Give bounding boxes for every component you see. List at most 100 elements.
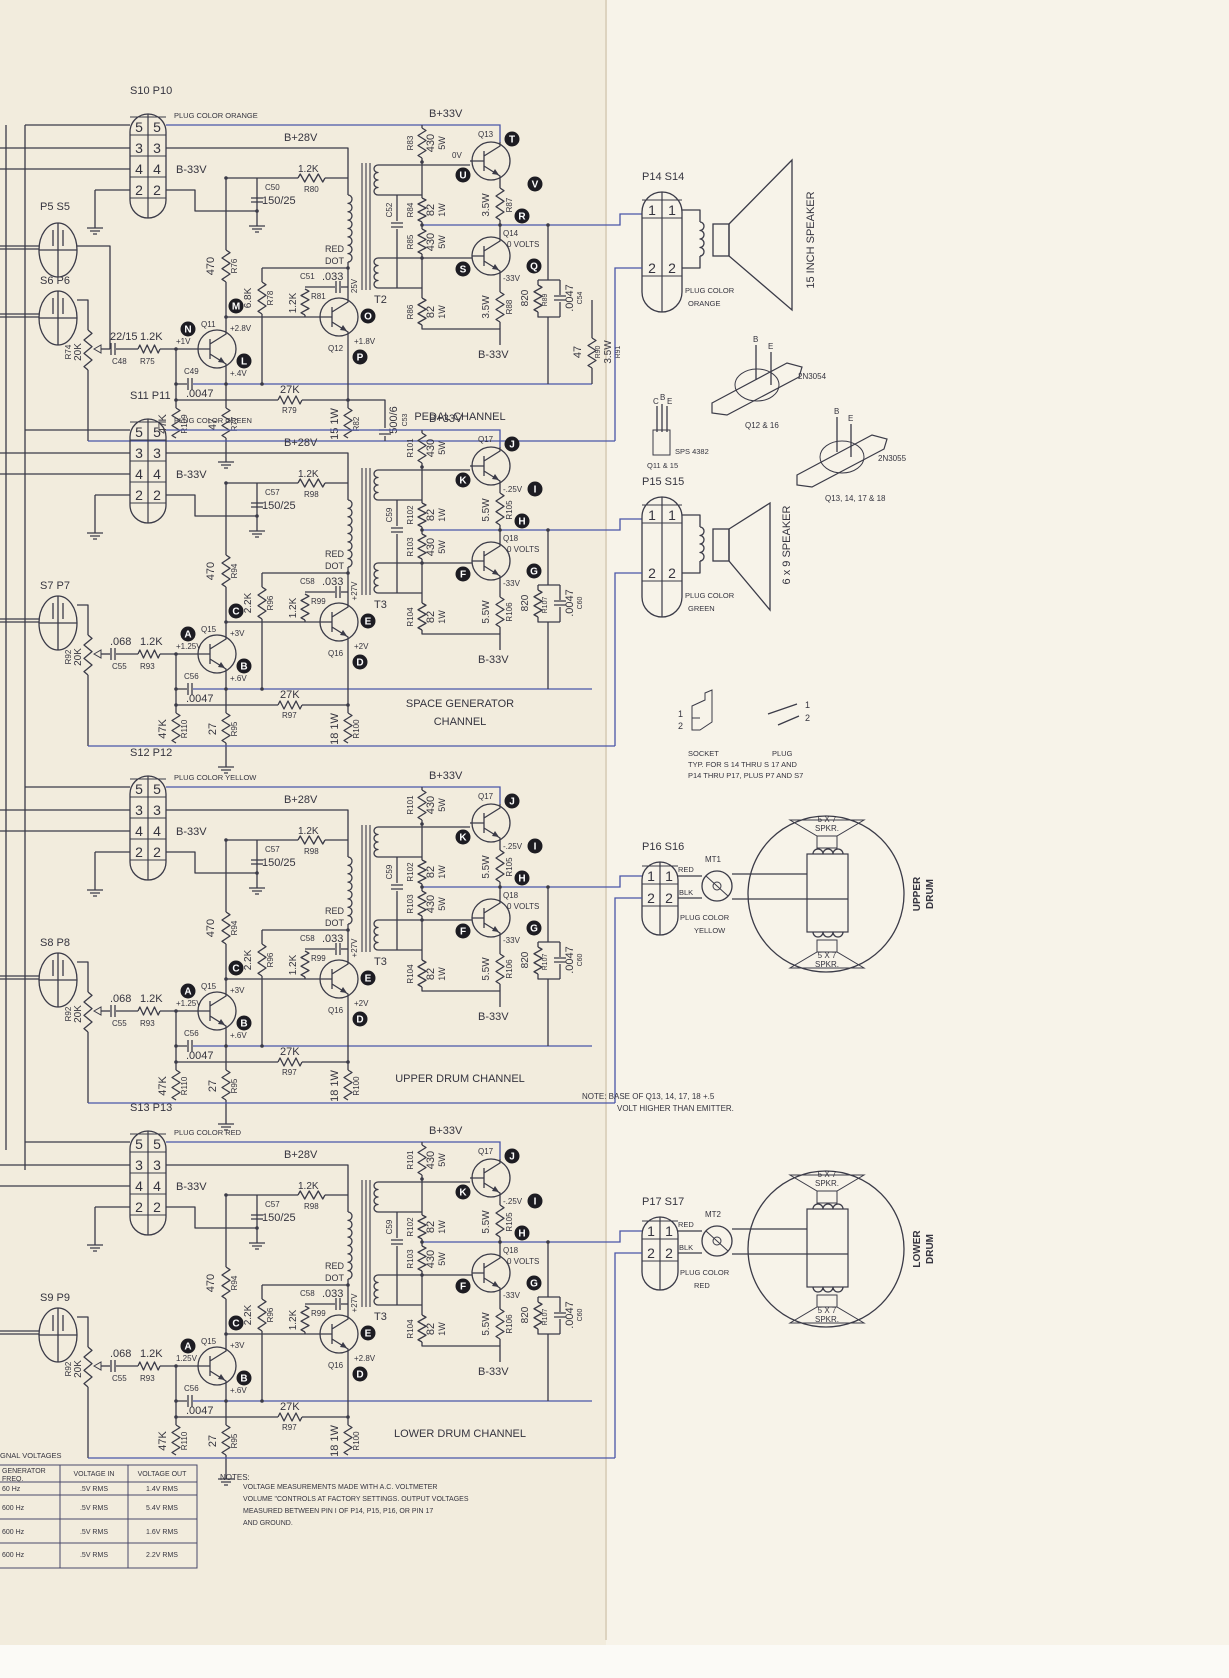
test-point-letter: K (459, 833, 467, 844)
label: .0047 (186, 1050, 214, 1062)
pin-number: 1 (665, 868, 673, 884)
meter-center (712, 1236, 722, 1246)
label: B-33V (176, 469, 207, 481)
wire (614, 1252, 642, 1458)
label: SPS 4382 (675, 447, 709, 456)
test-point-letter: K (459, 476, 467, 487)
channel-title: SPACE GENERATOR (406, 698, 514, 710)
left-page (0, 0, 606, 1678)
pin-number: 3 (153, 445, 161, 461)
label: 820 (520, 951, 531, 968)
label: 5.5W (481, 1210, 492, 1234)
wire (77, 299, 89, 330)
test-point-letter: O (364, 312, 372, 323)
resistor-symbol (417, 1245, 427, 1272)
resistor-symbol (300, 950, 310, 978)
resistor-symbol (171, 407, 181, 439)
pin-number: 2 (135, 487, 143, 503)
label: -.25V (503, 485, 523, 494)
test-point-letter: I (534, 485, 537, 496)
junction-dot (346, 703, 350, 707)
label: R110 (180, 1076, 189, 1095)
coil-winding (699, 526, 705, 562)
wire (77, 245, 111, 349)
label: 27K (280, 384, 300, 396)
label: 20K (73, 648, 84, 666)
label: 430 (425, 895, 437, 913)
ground-icon (249, 525, 265, 538)
channel-title: PEDAL CHANNEL (414, 411, 505, 423)
resistor-symbol (221, 911, 231, 945)
junction-dot (420, 256, 424, 260)
test-point-badge: C (228, 603, 244, 619)
label: 430 (425, 439, 437, 457)
label: .0047 (186, 388, 214, 400)
junction-dot (420, 465, 424, 469)
resistor-symbol (297, 835, 326, 845)
label: FREQ. (2, 1476, 23, 1483)
resistor-symbol (297, 173, 326, 183)
coil-winding (347, 1211, 353, 1280)
label: 150/25 (262, 857, 296, 869)
label: 47K (157, 1431, 169, 1451)
label: 5W (437, 136, 447, 150)
junction-dot (255, 871, 259, 875)
junction-dot (224, 620, 228, 624)
resistor-symbol (257, 586, 267, 620)
lower-5x7-speaker-icon (788, 1306, 866, 1324)
test-point-letter: C (232, 964, 239, 975)
label: 2N3055 (878, 454, 907, 463)
wire (166, 1141, 501, 1159)
coil-winding (347, 499, 353, 568)
label: 5 X 7 (818, 815, 837, 824)
socket-icon (691, 689, 713, 731)
label: R110 (180, 1431, 189, 1450)
label: 0 VOLTS (507, 240, 539, 249)
label: NOTE: BASE OF Q13, 14, 17, 18 +.5 (582, 1092, 715, 1101)
label: 47K (157, 719, 169, 739)
junction-dot (420, 561, 424, 565)
meter-center (712, 881, 722, 891)
test-point-letter: A (184, 987, 191, 998)
resistor-symbol (495, 1308, 505, 1340)
label: PLUG (772, 749, 793, 758)
test-point-badge: S (455, 261, 471, 277)
input-plug-icon (38, 1307, 78, 1363)
input-plug-icon (38, 290, 78, 346)
label: 47K (157, 1076, 169, 1096)
wire (77, 1316, 89, 1347)
label: 27 (207, 1435, 219, 1447)
junction-dot (346, 571, 350, 575)
label: .0047 (186, 693, 214, 705)
test-point-badge: K (455, 1184, 471, 1200)
label: C60 (577, 953, 584, 966)
junction-dot (174, 1399, 178, 1403)
resistor-symbol (495, 953, 505, 985)
label: R79 (282, 406, 297, 415)
speaker-label: LOWER (912, 1230, 923, 1268)
label: T3 (374, 956, 387, 968)
label: 5 X 7 (818, 951, 837, 960)
label: +27V (350, 938, 359, 958)
label: Q17 (478, 792, 494, 801)
test-point-badge: I (527, 1193, 543, 1209)
label: YELLOW (694, 926, 726, 935)
speaker-label: 6 x 9 SPEAKER (781, 506, 793, 585)
capacitor-symbol (554, 600, 566, 606)
label: 6.8K (243, 287, 254, 308)
resistor-symbol (495, 291, 505, 323)
speaker-label: DRUM (925, 1234, 936, 1264)
junction-dot (346, 1060, 350, 1064)
test-point-badge: H (514, 870, 530, 886)
label: R109 (180, 414, 189, 434)
junction-dot (224, 838, 228, 842)
label: R78 (266, 290, 275, 305)
resistor-symbol (533, 1301, 543, 1330)
junction-dot (224, 481, 228, 485)
test-point-badge: V (527, 176, 543, 192)
label: R75 (140, 357, 155, 366)
label: SOCKET (688, 749, 719, 758)
junction-dot (420, 160, 424, 164)
